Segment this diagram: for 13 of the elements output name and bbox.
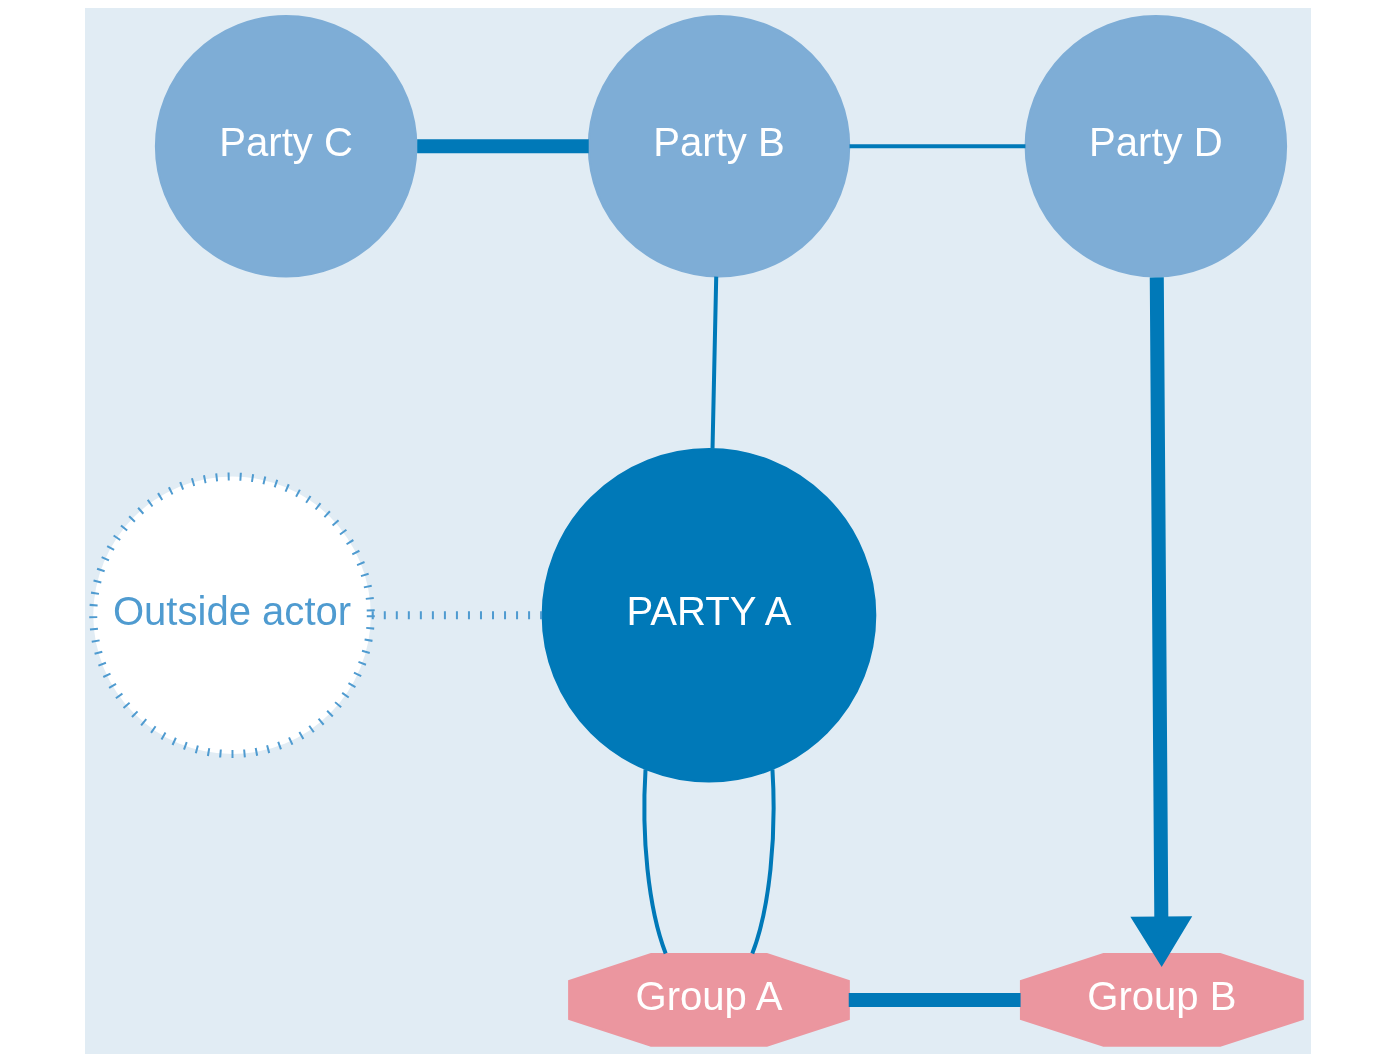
connector: [417, 139, 589, 154]
connector: [710, 276, 719, 449]
node-circle: Party D: [1024, 15, 1288, 278]
node-circle: Party B: [587, 15, 851, 278]
connector: [848, 992, 1021, 1007]
node-circle: PARTY A: [541, 447, 877, 783]
connector: [750, 769, 776, 955]
connector: [849, 144, 1026, 149]
arrow: [1130, 277, 1193, 967]
connector: [371, 611, 543, 620]
node-circle: Party C: [154, 15, 418, 278]
connector: [642, 769, 668, 955]
node-circle: Outside actor: [89, 472, 375, 759]
